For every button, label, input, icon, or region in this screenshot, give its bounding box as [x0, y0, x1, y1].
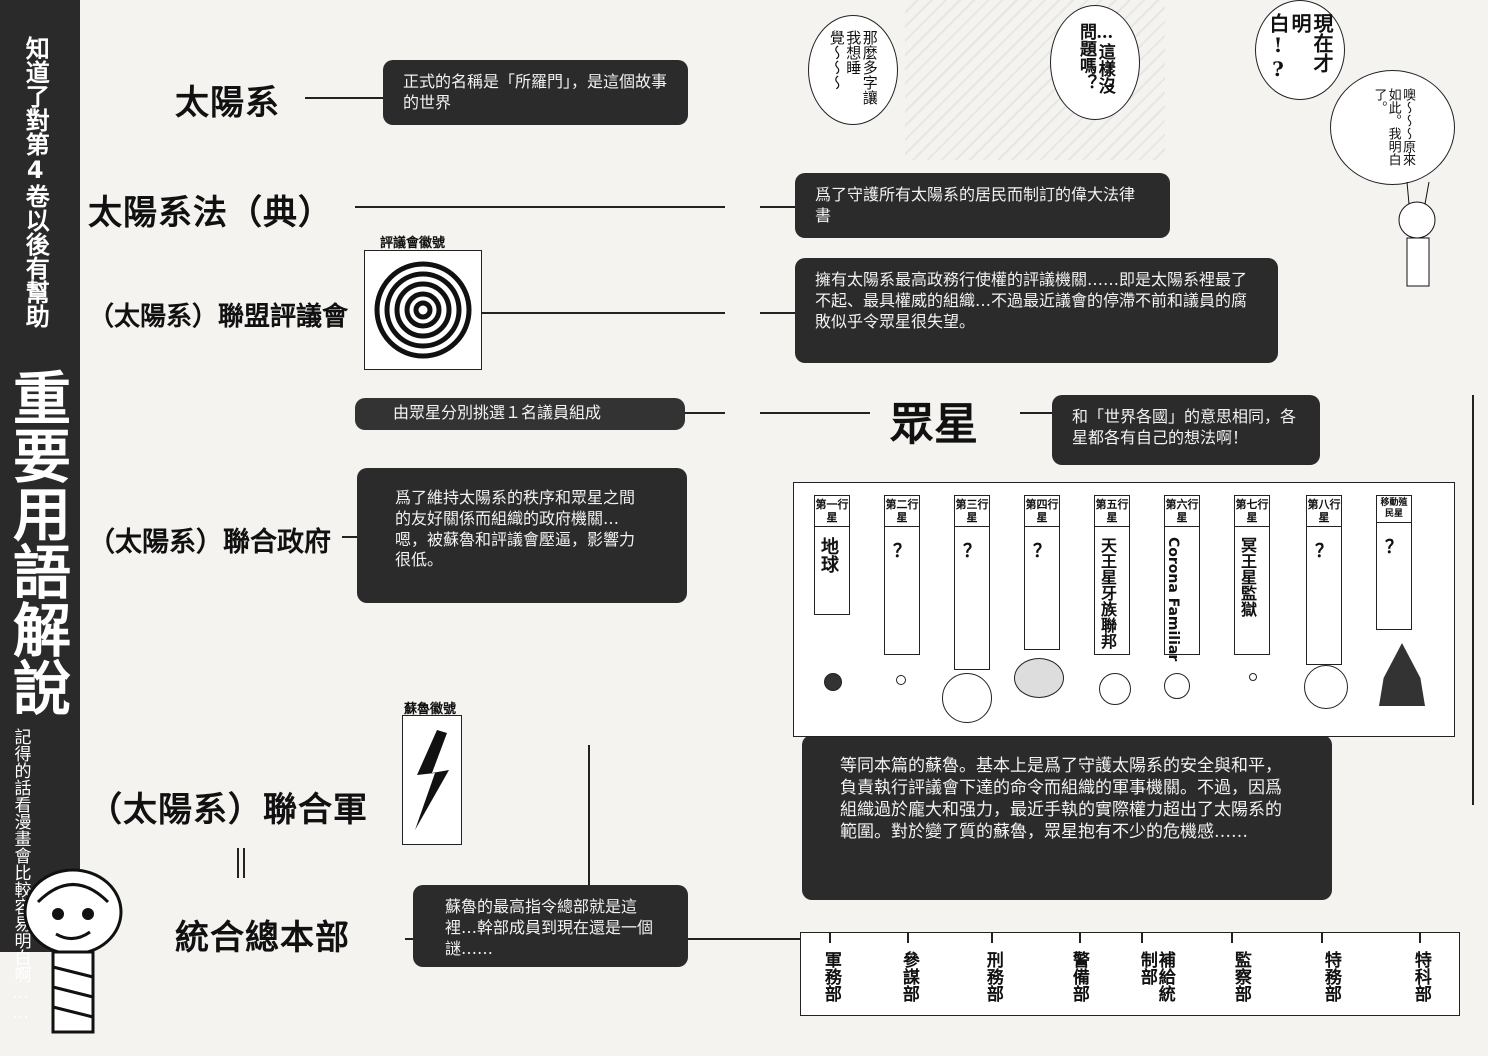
planet-name: 地球 [818, 537, 839, 574]
planet-icon [1099, 673, 1131, 705]
term-hq: 統合總本部 [175, 918, 350, 958]
planet-column: 第三行星 ？ [954, 495, 990, 670]
planet-header: 第一行星 [815, 496, 849, 528]
speech-text: 現在才明白!? [1266, 12, 1334, 81]
planet-column: 第七行星冥王星監獄 [1234, 495, 1270, 655]
planet-name: ？ [1033, 541, 1051, 563]
speech-bubble: 現在才明白!? [1255, 0, 1345, 100]
planet-icon [824, 673, 842, 691]
planet-header: 第二行星 [885, 496, 919, 528]
dept-label: 參謀部 [898, 951, 919, 1002]
planet-name: Corona Familiar [1165, 537, 1181, 662]
desc-government: 爲了維持太陽系的秩序和眾星之間的友好關係而組織的政府機關…嗯，被蘇魯和評議會壓逼… [357, 468, 687, 603]
planet-column: 第六行星 Corona Familiar [1164, 495, 1200, 662]
term-stars: 眾星 [890, 399, 978, 450]
dept-label: 特務部 [1320, 951, 1341, 1002]
planet-column: 第五行星天王星牙族聯邦 [1094, 495, 1130, 655]
term-government: （太陽系）聯合政府 [88, 527, 331, 558]
solu-emblem-label: 蘇魯徽號 [404, 702, 457, 717]
dept-label: 刑務部 [982, 951, 1003, 1002]
planet-column: 第一行星地球 [814, 495, 850, 615]
planet-column: 第二行星 ？ [884, 495, 920, 655]
dept-label: 警備部 [1068, 951, 1089, 1002]
planet-name: 冥王星監獄 [1238, 537, 1257, 618]
planet-column: 第四行星 ？ [1024, 495, 1060, 650]
planet-column: 移動殖民星 ？ [1376, 495, 1412, 630]
screw-mascot-icon [18, 862, 128, 1052]
planet-name: ？ [1315, 541, 1333, 563]
speech-bubble: …這樣沒問題嗎？ [1050, 5, 1140, 120]
planets-chart: 第一行星地球 第二行星 ？ 第三行星 ？ 第四行星 ？ 第五行星天王星牙族聯邦 第六行… [793, 482, 1455, 737]
planet-name: ？ [963, 541, 981, 563]
term-solar-law: 太陽系法（典） [88, 193, 333, 233]
planet-name: ？ [1385, 536, 1403, 558]
dept-label: 軍務部 [820, 951, 841, 1002]
planet-column: 第八行星 ？ [1306, 495, 1342, 665]
rabbit-character-icon [1395, 180, 1440, 290]
speech-bubble: 那麼多字讓我想睡覺〜〜〜 [808, 15, 898, 125]
planet-icon [942, 673, 992, 723]
colony-ship-icon [1379, 643, 1425, 706]
planet-header: 第四行星 [1025, 496, 1059, 528]
term-army: （太陽系）聯合軍 [88, 790, 368, 830]
council-members-note: 由眾星分別挑選１名議員組成 [355, 398, 685, 430]
dept-label: 監察部 [1230, 951, 1251, 1002]
dept-label: 補給統制部 [1136, 951, 1175, 1002]
term-council: （太陽系）聯盟評議會 [88, 302, 349, 332]
desc-solar-system: 正式的名稱是「所羅門」，是這個故事的世界 [383, 60, 688, 125]
planet-icon [1014, 658, 1064, 698]
speech-text: 那麼多字讓我想睡覺〜〜〜 [827, 30, 879, 105]
sidebar-note: 記得的話看漫畫會比較容易明白啊…… [10, 728, 31, 1023]
desc-hq: 蘇魯的最高指令總部就是這裡…幹部成員到現在還是一個謎…… [413, 885, 688, 967]
dept-label: 特科部 [1410, 951, 1431, 1002]
planet-icon [896, 675, 906, 685]
speech-text: 噢〜〜〜原來如此。我明白了。 [1371, 87, 1415, 166]
desc-stars: 和「世界各國」的意思相同，各星都各有自己的想法啊！ [1052, 395, 1320, 465]
planet-header: 移動殖民星 [1377, 496, 1411, 523]
council-emblem-label: 評議會徽號 [380, 236, 446, 251]
planet-icon [1164, 673, 1190, 699]
planet-icon [1304, 665, 1348, 709]
sidebar-subtitle: 知道了對第4卷以後有幫助 [21, 36, 50, 328]
sidebar-title: 重要用語解說 [3, 368, 71, 716]
planet-header: 第六行星 [1165, 496, 1199, 528]
solu-emblem-icon [402, 715, 462, 845]
planet-name: ？ [893, 541, 911, 563]
desc-council: 擁有太陽系最高政務行使權的評議機關……即是太陽系裡最了不起、最具權威的組織…不過… [795, 258, 1278, 363]
planet-icon [1249, 673, 1257, 681]
planet-header: 第八行星 [1307, 496, 1341, 528]
desc-army: 等同本篇的蘇魯。基本上是爲了守護太陽系的安全與和平，負責執行評議會下達的命令而組… [802, 735, 1332, 900]
departments-chart: 軍務部 參謀部 刑務部 警備部 補給統制部 監察部 特務部 特科部 [800, 932, 1460, 1016]
speech-text: …這樣沒問題嗎？ [1076, 22, 1115, 94]
speech-bubble: 噢〜〜〜原來如此。我明白了。 [1330, 70, 1455, 185]
planet-header: 第七行星 [1235, 496, 1269, 528]
planet-header: 第五行星 [1095, 496, 1129, 528]
planet-header: 第三行星 [955, 496, 989, 528]
planet-name: 天王星牙族聯邦 [1098, 537, 1117, 650]
council-emblem-icon [364, 250, 482, 370]
desc-solar-law: 爲了守護所有太陽系的居民而制訂的偉大法律書 [795, 173, 1170, 238]
term-solar-system: 太陽系 [175, 83, 280, 123]
sidebar-banner [0, 0, 80, 952]
